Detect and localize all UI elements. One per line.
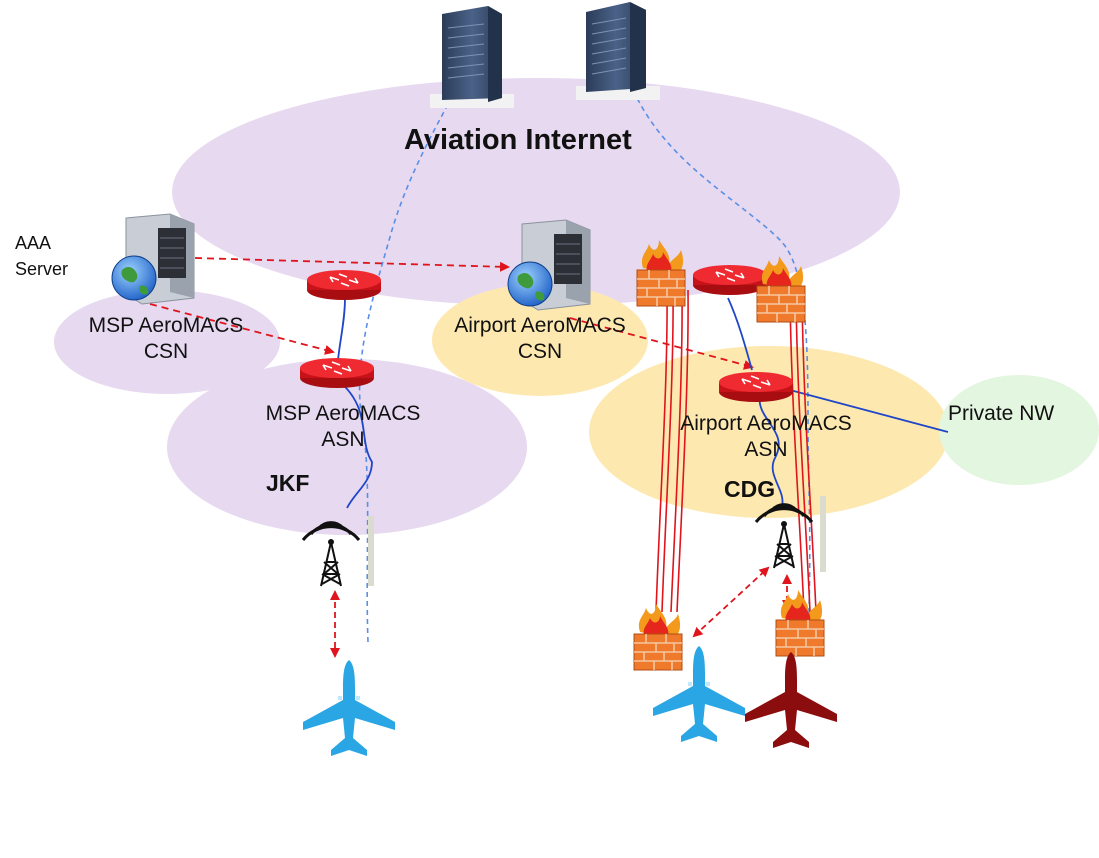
wireless-link-cdg-blue-aircraft — [692, 566, 770, 638]
router-icon — [306, 269, 382, 301]
link-airport-csn-to-airport-asn — [569, 317, 754, 370]
router-icon — [692, 264, 768, 296]
link-airport-router-to-asn — [727, 297, 753, 371]
link-aaa-to-msp-asn — [149, 303, 335, 355]
msp-asn-network — [167, 359, 527, 535]
aircraft-icon — [745, 652, 837, 748]
diagram-title: Aviation Internet — [404, 124, 632, 156]
label-line: CSN — [517, 340, 563, 364]
msp-csn-label: MSP AeroMACS CSN — [66, 313, 266, 366]
link-msp-aircraft-to-internet-server — [358, 81, 461, 643]
airport-asn-network — [589, 346, 949, 518]
antenna-mast — [820, 496, 826, 572]
airport-csn-label: Airport AeroMACS CSN — [430, 313, 650, 366]
link-cdg-to-internet-server — [629, 81, 811, 641]
link-msp-asn-to-tower — [339, 381, 373, 509]
link-airport-asn-to-private-nw — [789, 389, 949, 433]
private-nw-label: Private NW — [948, 402, 1055, 425]
tunnel-right — [789, 299, 817, 613]
aviation-internet-cloud — [172, 78, 900, 306]
label-line: ASN — [744, 438, 788, 462]
router-icon — [299, 357, 375, 389]
label-line: Airport AeroMACS — [680, 412, 852, 435]
label-line: CSN — [143, 340, 189, 364]
airport-asn-label: Airport AeroMACS ASN — [656, 411, 876, 464]
link-aaa-to-airport-csn — [194, 257, 510, 272]
antenna-mast — [368, 516, 374, 586]
msp-csn-network — [54, 290, 280, 394]
tunnel-left — [655, 289, 689, 613]
jkf-label: JKF — [266, 470, 310, 496]
cdg-label: CDG — [724, 476, 776, 502]
link-router-to-msp-asn — [337, 297, 346, 361]
label-line: Airport AeroMACS — [454, 314, 626, 337]
aaa-server-label: AAA Server — [15, 230, 68, 282]
airport-csn-network — [432, 284, 648, 396]
firewall-icon — [775, 589, 825, 657]
label-line: MSP AeroMACS — [265, 402, 421, 425]
server-icon — [576, 2, 660, 100]
aaa-server-label-line: AAA — [15, 233, 52, 253]
aaa-server-icon — [111, 213, 195, 305]
label-line: MSP AeroMACS — [88, 314, 244, 337]
label-line: ASN — [321, 428, 365, 452]
aircraft-icon — [653, 646, 745, 742]
aircraft-icon — [303, 660, 395, 756]
router-icon — [718, 371, 794, 403]
msp-asn-label: MSP AeroMACS ASN — [243, 401, 443, 454]
aaa-server-label-line: Server — [15, 259, 69, 280]
firewall-icon — [633, 603, 683, 671]
private-network — [939, 375, 1099, 485]
aaa-server-icon — [507, 219, 591, 311]
link-airport-asn-to-tower — [758, 393, 784, 507]
server-icon — [430, 6, 514, 108]
